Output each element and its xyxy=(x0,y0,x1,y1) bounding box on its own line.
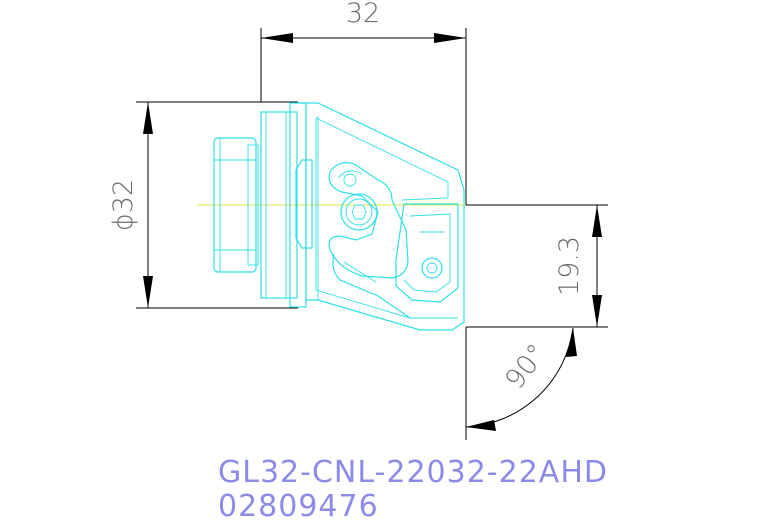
dimension-angle: 90° xyxy=(465,327,577,440)
clamp-lever xyxy=(328,162,409,279)
clamp-neck xyxy=(295,159,313,249)
dimension-diameter-label: ϕ32 xyxy=(108,179,139,231)
order-code: 02809476 xyxy=(218,489,379,524)
dimension-width-top: 32 xyxy=(260,0,467,205)
holder-body xyxy=(296,102,465,331)
clamp-screw xyxy=(340,193,378,231)
dimension-height-right: 19.3 xyxy=(466,204,608,328)
tool-holder-outline xyxy=(213,102,465,331)
hex-nut xyxy=(213,137,259,273)
lower-arm xyxy=(332,253,411,319)
dimension-angle-label: 90° xyxy=(499,338,553,395)
dimension-diameter: ϕ32 xyxy=(108,101,298,309)
dimension-width-label: 32 xyxy=(346,0,380,29)
insert-pocket xyxy=(395,203,459,303)
part-number: GL32-CNL-22032-22AHD xyxy=(218,455,608,490)
dimension-height-label: 19.3 xyxy=(554,236,585,296)
